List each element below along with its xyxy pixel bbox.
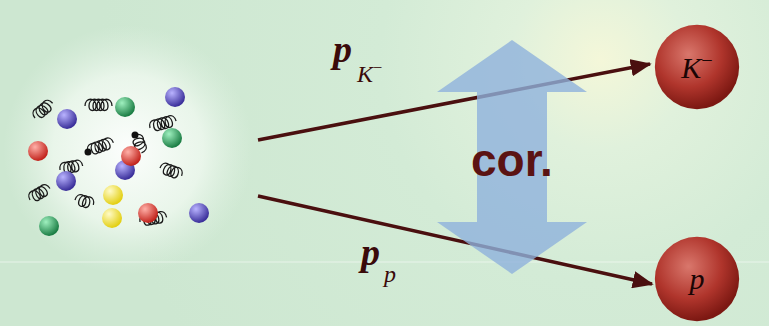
quark-balls <box>28 87 209 236</box>
plasma-glow <box>3 25 253 275</box>
gluon-lines <box>27 98 184 226</box>
vertex-dot <box>132 132 139 139</box>
momentum-subscript: p <box>384 262 396 286</box>
momentum-symbol: p <box>333 30 352 68</box>
particle-circle: K− <box>654 24 740 110</box>
particle-circle: p <box>654 236 740 322</box>
vertex-dot <box>85 149 92 156</box>
momentum-arrow <box>258 64 650 140</box>
correlation-label: cor. <box>471 137 553 183</box>
momentum-subscript: K− <box>357 60 382 86</box>
momentum-symbol: p <box>361 233 380 271</box>
momentum-arrow <box>258 196 652 284</box>
correlation-arrow <box>437 40 587 274</box>
particle-name: K− <box>681 49 713 85</box>
particle-name: p <box>690 262 705 296</box>
